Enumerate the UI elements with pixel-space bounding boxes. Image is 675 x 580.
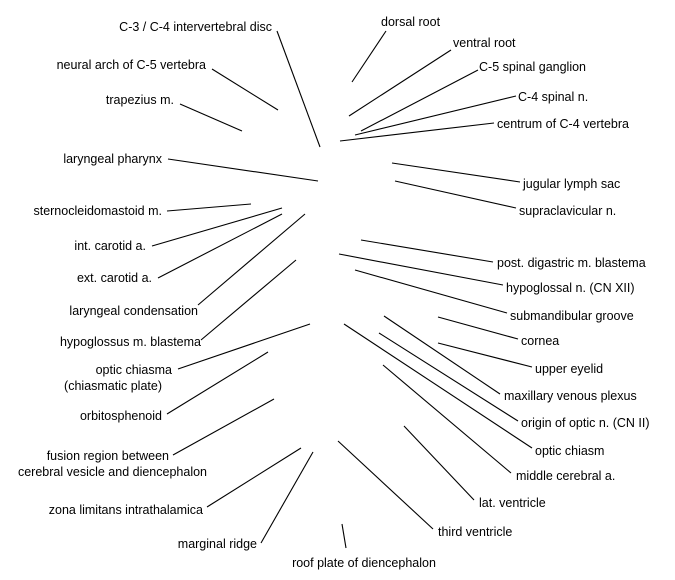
leader-line-jugular-lymph-sac <box>391 162 521 183</box>
label-c3-c4-disc: C-3 / C-4 intervertebral disc <box>119 20 272 34</box>
leader-line-lat-ventricle <box>403 425 475 501</box>
leader-line-zona-limitans <box>206 447 302 508</box>
label-jugular-lymph-sac: jugular lymph sac <box>522 177 620 191</box>
leader-line-maxillary-venous-plexus <box>383 315 501 395</box>
label-middle-cerebral-a: middle cerebral a. <box>516 469 615 483</box>
label-marginal-ridge: marginal ridge <box>178 537 257 551</box>
label-laryngeal-condensation: laryngeal condensation <box>69 304 198 318</box>
leader-line-marginal-ridge <box>260 451 314 544</box>
leader-line-post-digastric-blastema <box>360 239 494 263</box>
leader-line-third-ventricle <box>337 440 434 530</box>
label-orbitosphenoid: orbitosphenoid <box>80 409 162 423</box>
label-int-carotid: int. carotid a. <box>74 239 146 253</box>
label-dorsal-root: dorsal root <box>381 15 441 29</box>
leader-line-int-carotid <box>151 207 283 247</box>
label-centrum-c4: centrum of C-4 vertebra <box>497 117 629 131</box>
label-maxillary-venous-plexus: maxillary venous plexus <box>504 389 637 403</box>
leader-line-submandibular-groove <box>354 269 508 314</box>
label-fusion-region-line2: cerebral vesicle and diencephalon <box>18 465 207 479</box>
leader-line-supraclavicular-n <box>394 180 517 209</box>
leader-line-orbitosphenoid <box>166 351 269 415</box>
leader-line-centrum-c4 <box>339 122 495 142</box>
leader-lines-right <box>337 30 533 530</box>
label-optic-chiasm: optic chiasm <box>535 444 604 458</box>
leader-line-cornea <box>437 316 519 340</box>
label-zona-limitans: zona limitans intrathalamica <box>49 503 203 517</box>
leader-line-middle-cerebral-a <box>382 364 512 474</box>
label-c5-spinal-ganglion: C-5 spinal ganglion <box>479 60 586 74</box>
labels-right: dorsal root ventral root C-5 spinal gang… <box>381 15 650 539</box>
leader-line-ext-carotid <box>157 213 283 279</box>
label-optic-chiasma-line2: (chiasmatic plate) <box>64 379 162 393</box>
leader-line-c5-spinal-ganglion <box>360 69 479 132</box>
label-supraclavicular-n: supraclavicular n. <box>519 204 616 218</box>
leader-line-fusion-region <box>172 398 275 456</box>
label-submandibular-groove: submandibular groove <box>510 309 634 323</box>
leader-line-ventral-root <box>348 49 452 117</box>
label-roof-plate: roof plate of diencephalon <box>292 556 436 570</box>
label-cornea: cornea <box>521 334 559 348</box>
label-neural-arch-c5: neural arch of C-5 vertebra <box>57 58 206 72</box>
label-upper-eyelid: upper eyelid <box>535 362 603 376</box>
leader-line-c3-c4-disc <box>276 30 321 148</box>
label-ventral-root: ventral root <box>453 36 516 50</box>
label-trapezius: trapezius m. <box>106 93 174 107</box>
leader-line-hypoglossal-n <box>338 253 504 286</box>
leader-line-origin-optic-n <box>378 332 519 422</box>
label-lat-ventricle: lat. ventricle <box>479 496 546 510</box>
label-hypoglossus-blastema: hypoglossus m. blastema <box>60 335 201 349</box>
label-post-digastric-blastema: post. digastric m. blastema <box>497 256 646 270</box>
leader-lines-left <box>151 30 347 549</box>
leader-line-roof-plate <box>341 523 347 549</box>
label-ext-carotid: ext. carotid a. <box>77 271 152 285</box>
leader-line-dorsal-root <box>351 30 387 83</box>
label-origin-optic-n: origin of optic n. (CN II) <box>521 416 650 430</box>
label-sternocleidomastoid: sternocleidomastoid m. <box>33 204 162 218</box>
leader-line-optic-chiasm <box>343 323 533 449</box>
label-third-ventricle: third ventricle <box>438 525 512 539</box>
label-hypoglossal-n: hypoglossal n. (CN XII) <box>506 281 635 295</box>
leader-line-optic-chiasma <box>177 323 311 370</box>
leader-line-sternocleidomastoid <box>166 203 252 212</box>
leader-line-trapezius <box>179 103 243 132</box>
label-laryngeal-pharynx: laryngeal pharynx <box>63 152 162 166</box>
label-c4-spinal-n: C-4 spinal n. <box>518 90 588 104</box>
label-fusion-region-line1: fusion region between <box>47 449 169 463</box>
leader-line-neural-arch-c5 <box>211 68 279 111</box>
leader-line-laryngeal-pharynx <box>167 158 319 182</box>
leader-line-hypoglossus-blastema <box>200 259 297 341</box>
labels-left: C-3 / C-4 intervertebral disc neural arc… <box>18 20 436 570</box>
leader-line-upper-eyelid <box>437 342 533 368</box>
label-optic-chiasma-line1: optic chiasma <box>96 363 172 377</box>
leader-line-laryngeal-condensation <box>197 213 306 306</box>
leader-line-c4-spinal-n <box>354 95 517 136</box>
